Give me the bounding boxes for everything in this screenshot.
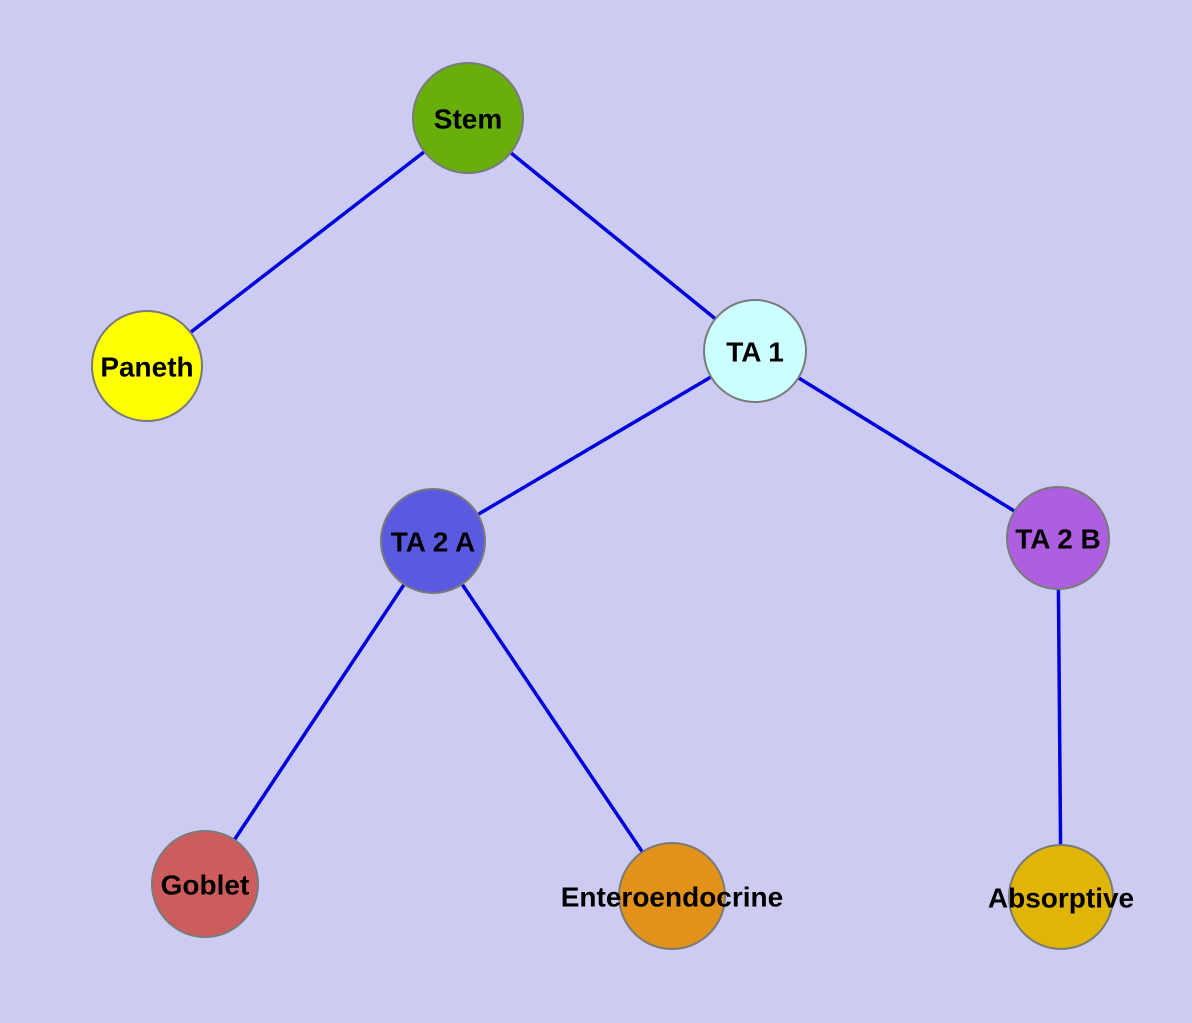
node-circle-absorptive[interactable] [1008, 844, 1114, 950]
node-circle-ta-2-b[interactable] [1006, 486, 1110, 590]
node-circle-paneth[interactable] [91, 310, 203, 422]
node-ta-2-a[interactable]: TA 2 A [380, 488, 486, 594]
edge-ta-1-ta-2-a [432, 349, 756, 543]
node-goblet[interactable]: Goblet [151, 830, 259, 938]
edge-ta-2-a-goblet [203, 540, 435, 885]
node-circle-goblet[interactable] [151, 830, 259, 938]
node-circle-ta-1[interactable] [703, 299, 807, 403]
edge-ta-1-ta-2-b [754, 349, 1059, 540]
edge-ta-2-b-absorptive [1056, 537, 1063, 898]
edge-stem-paneth [145, 116, 470, 368]
node-circle-enteroendocrine[interactable] [618, 842, 726, 950]
node-paneth[interactable]: Paneth [91, 310, 203, 422]
node-ta-2-b[interactable]: TA 2 B [1006, 486, 1110, 590]
edge-ta-2-a-enteroendocrine [431, 540, 674, 897]
node-circle-stem[interactable] [412, 62, 524, 174]
node-circle-ta-2-a[interactable] [380, 488, 486, 594]
node-stem[interactable]: Stem [412, 62, 524, 174]
edge-stem-ta-1 [466, 116, 757, 353]
node-ta-1[interactable]: TA 1 [703, 299, 807, 403]
